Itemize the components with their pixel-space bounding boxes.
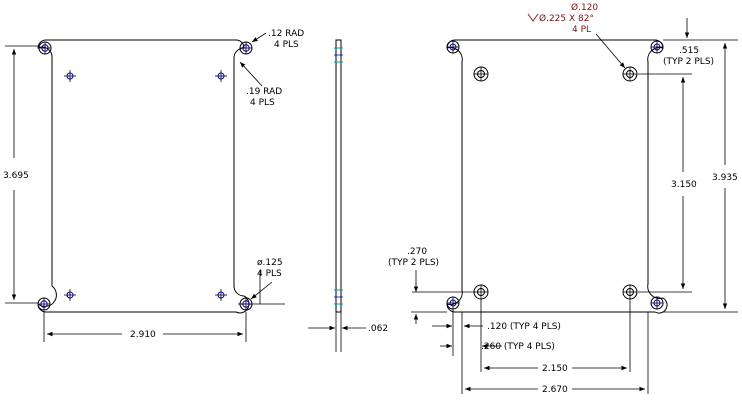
left-corner-hole-tr [239, 41, 253, 55]
corner-radius-value: .12 RAD [268, 29, 304, 39]
side-thickness-label: .062 [368, 324, 388, 334]
left-view: 3.695 2.910 .12 RAD 4 PLS .19 RAD 4 PLS [3, 29, 304, 342]
right-edge-dimensions: .120 (TYP 4 PLS) .260 (TYP 4 PLS) [411, 299, 649, 394]
left-hole-note: ø.125 4 PLS [238, 258, 285, 305]
outer-height-label: 3.935 [712, 173, 738, 183]
left-height-dimension: 3.695 [3, 45, 38, 304]
left-corner-radius-note: .12 RAD 4 PLS [251, 29, 304, 50]
inner-width-label: 2.150 [542, 364, 568, 374]
right-corner-hole-tr [650, 40, 664, 54]
right-side-offset-dimension: .270 (TYP 2 PLS) [388, 247, 474, 293]
right-cs-hole-br [622, 284, 638, 300]
left-height-label: 3.695 [3, 171, 29, 181]
left-inner-hole-tr [215, 70, 227, 82]
left-corner-hole-tl [38, 41, 52, 55]
right-cs-hole-tl [473, 66, 489, 82]
edge-dim-1-label: .120 (TYP 4 PLS) [487, 322, 561, 332]
notch-radius-qty: 4 PLS [250, 98, 275, 108]
outer-width-label: 2.670 [542, 385, 568, 395]
top-offset-qty: (TYP 2 PLS) [663, 57, 714, 67]
right-view: Ø.120 Ø.225 X 82° 4 PL .515 (TYP 2 PLS) … [388, 2, 738, 395]
side-thickness-dimension: .062 [308, 312, 388, 352]
right-cs-hole-tr [622, 66, 638, 82]
left-plate-outline [37, 39, 250, 314]
right-inner-width-dimension: 2.150 [484, 361, 627, 374]
right-corner-hole-bl [446, 296, 460, 310]
top-offset-value: .515 [679, 46, 699, 56]
right-cs-hole-bl [473, 284, 489, 300]
side-offset-value: .270 [407, 247, 427, 257]
cs-note-line3: 4 PL [572, 25, 591, 35]
right-top-offset-dimension: .515 (TYP 2 PLS) [663, 18, 714, 67]
notch-radius-value: .19 RAD [246, 87, 282, 97]
inner-height-label: 3.150 [671, 180, 697, 190]
edge-dim-2-label: .260 (TYP 4 PLS) [481, 342, 555, 352]
left-inner-hole-bl [64, 289, 76, 301]
hole-note-qty: 4 PLS [257, 269, 282, 279]
right-corner-hole-tl [446, 40, 460, 54]
corner-radius-qty: 4 PLS [274, 40, 299, 50]
right-corner-hole-br [650, 296, 664, 310]
left-inner-hole-br [215, 289, 227, 301]
right-countersink-note: Ø.120 Ø.225 X 82° 4 PL [527, 2, 626, 69]
left-notch-radius-note: .19 RAD 4 PLS [239, 61, 282, 108]
right-outer-width-dimension: 2.670 [465, 382, 645, 395]
cs-note-line2: Ø.225 X 82° [539, 13, 594, 24]
cs-note-line1: Ø.120 [571, 2, 598, 13]
right-outer-height-dimension: 3.935 [663, 39, 738, 313]
left-width-label: 2.910 [130, 330, 156, 340]
side-view: .062 [308, 39, 388, 352]
side-plate [335, 39, 342, 313]
side-offset-qty: (TYP 2 PLS) [388, 258, 439, 268]
right-inner-height-dimension: 3.150 [638, 73, 697, 293]
hole-note-value: ø.125 [257, 258, 283, 268]
left-width-dimension: 2.910 [43, 312, 247, 342]
left-inner-hole-tl [64, 70, 76, 82]
left-corner-hole-bl [37, 297, 51, 311]
